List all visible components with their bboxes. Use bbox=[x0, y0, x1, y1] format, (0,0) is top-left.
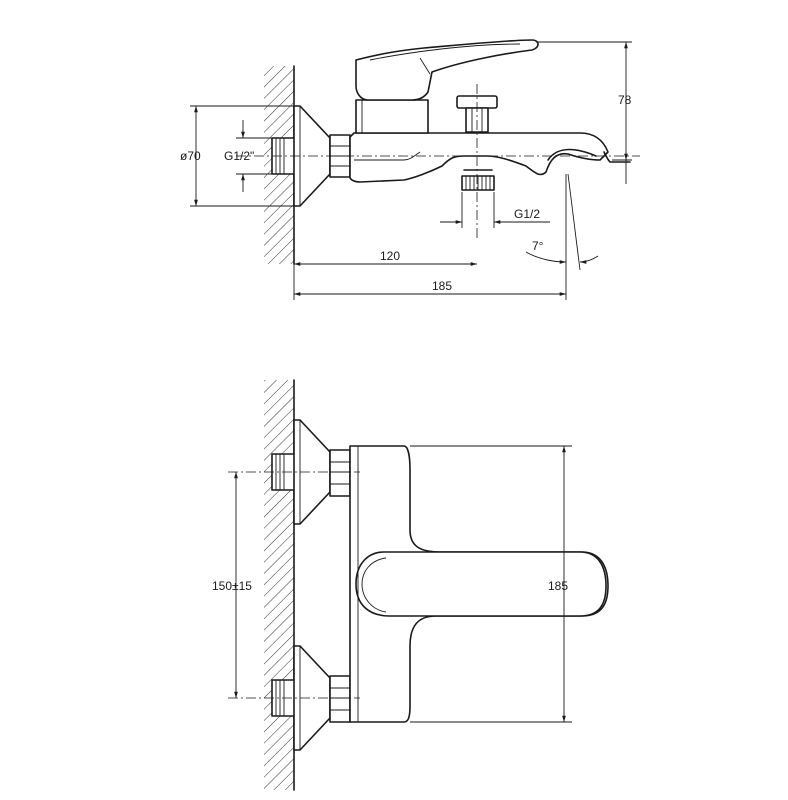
dim-height: 78 bbox=[536, 41, 632, 184]
label-inlet-distance: 150±15 bbox=[212, 579, 252, 593]
label-total-length-top: 185 bbox=[548, 579, 568, 593]
side-view: ø70 G1/2" 78 G1/2 bbox=[180, 39, 640, 300]
wall-hatch-top bbox=[264, 380, 294, 790]
lever-handle-side bbox=[355, 39, 539, 101]
label-height: 78 bbox=[618, 93, 632, 107]
lower-inlet-top bbox=[271, 645, 351, 751]
label-diameter: ø70 bbox=[180, 149, 201, 163]
label-outlet-thread: G1/2 bbox=[514, 207, 540, 221]
label-angle: 7° bbox=[532, 239, 544, 253]
upper-inlet-top bbox=[271, 419, 351, 525]
label-outlet-distance: 120 bbox=[380, 249, 400, 263]
dim-angle: 7° bbox=[525, 173, 599, 300]
outlet-thread-side bbox=[461, 169, 495, 191]
label-total-length-side: 185 bbox=[432, 279, 452, 293]
dim-total-length-top: 185 bbox=[410, 445, 572, 723]
dim-outlet-thread: G1/2 bbox=[440, 192, 550, 228]
lever-base-side bbox=[355, 99, 429, 134]
dim-inlet-thread: G1/2" bbox=[224, 120, 272, 192]
dim-inlet-distance: 150±15 bbox=[212, 472, 252, 698]
spout-body-side bbox=[349, 132, 609, 183]
dim-total-length-side: 185 bbox=[294, 279, 566, 296]
top-view: 150±15 185 bbox=[212, 379, 609, 791]
label-inlet-thread: G1/2" bbox=[224, 149, 254, 163]
dim-outlet-distance: 120 bbox=[293, 249, 477, 300]
spout-oval-top bbox=[355, 551, 607, 617]
dim-flange-diameter: ø70 bbox=[180, 105, 300, 207]
